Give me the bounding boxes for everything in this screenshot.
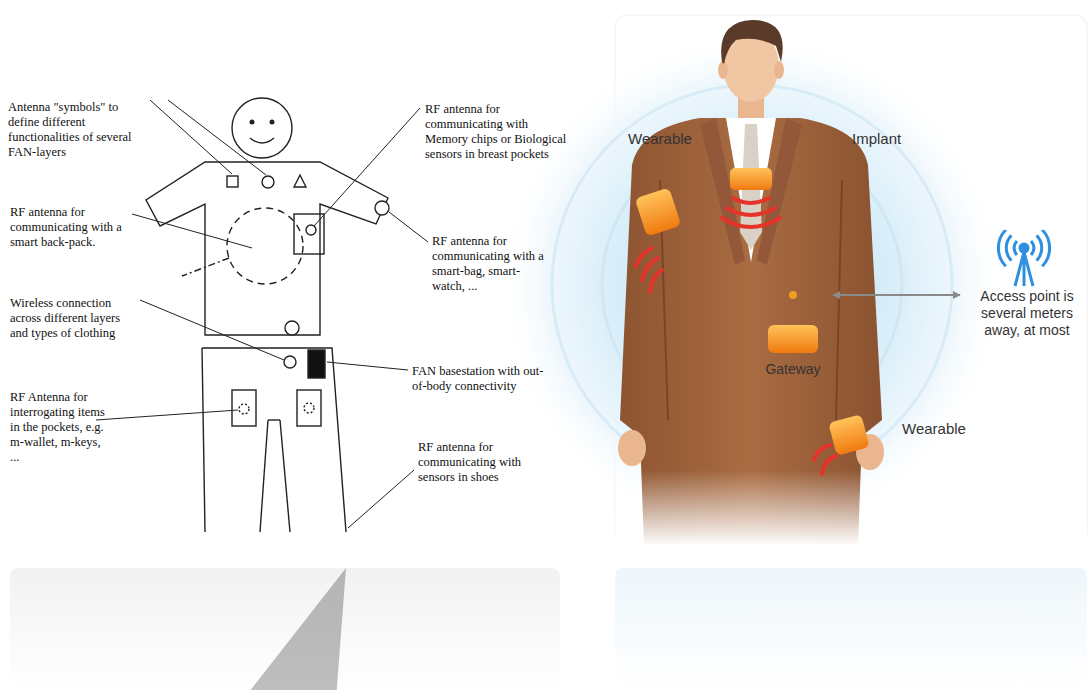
callout-text: RF antenna for communicating with sensor… xyxy=(418,440,553,485)
man-illustration xyxy=(618,430,646,466)
stick-figure xyxy=(250,120,255,125)
callout-text: RF Antenna for interrogating items in th… xyxy=(10,390,110,465)
leader-line xyxy=(168,100,266,175)
man-illustration xyxy=(615,20,1087,546)
wearable-device xyxy=(828,414,870,456)
man-illustration xyxy=(721,20,783,64)
callout-text: RF antenna for communicating with Memory… xyxy=(425,102,570,162)
man-illustration xyxy=(718,61,728,79)
trousers xyxy=(268,419,280,420)
trousers xyxy=(260,420,268,532)
leader-line xyxy=(150,100,232,174)
gateway-device: Gateway xyxy=(755,285,831,378)
stick-figure xyxy=(250,138,274,143)
antenna-symbol xyxy=(294,175,306,187)
pocket-antenna xyxy=(304,403,314,413)
link-arrow xyxy=(833,294,960,296)
gateway-label: Gateway xyxy=(755,361,831,378)
antenna-symbol xyxy=(227,176,238,187)
man-illustration xyxy=(774,61,784,79)
man-illustration xyxy=(700,118,745,265)
right-panel xyxy=(615,568,1087,690)
radio-wave xyxy=(1006,235,1041,260)
trouser-pocket xyxy=(232,390,256,426)
tower-mast xyxy=(1015,252,1033,286)
trousers xyxy=(202,348,346,532)
radio-waves xyxy=(636,198,836,474)
right-panel xyxy=(497,15,1087,690)
left-reflection xyxy=(10,568,560,690)
arm-antenna xyxy=(375,201,389,215)
leader-line xyxy=(314,108,420,226)
stick-figure xyxy=(182,258,229,276)
pocket-antenna xyxy=(306,225,316,235)
leader-line xyxy=(389,212,428,242)
antenna-tower-icon xyxy=(962,230,1086,288)
left-reflection xyxy=(202,568,346,690)
stick-figure xyxy=(232,98,292,158)
pocket-antenna xyxy=(239,404,249,414)
waist-antenna xyxy=(284,356,296,368)
wearable-device xyxy=(730,168,772,190)
gateway-dot xyxy=(789,291,797,299)
wearable-device xyxy=(635,187,682,236)
callout-text: RF antenna for communicating with a smar… xyxy=(10,205,130,250)
stick-figure xyxy=(270,120,275,125)
trousers xyxy=(202,348,205,532)
access-point: Access point is several meters away, at … xyxy=(962,230,1092,339)
callout-text: RF antenna for communicating with a smar… xyxy=(432,234,552,294)
antenna-tower-icon xyxy=(998,230,1049,286)
trousers xyxy=(202,348,346,532)
device-label: Wearable xyxy=(902,420,992,438)
leader-line xyxy=(132,214,252,248)
radio-wave xyxy=(1014,241,1034,255)
antenna-symbol xyxy=(262,176,274,188)
radio-waves xyxy=(822,456,836,474)
radio-waves xyxy=(814,445,830,460)
radio-waves xyxy=(650,270,662,292)
man-illustration xyxy=(836,180,842,420)
fan-basestation xyxy=(308,350,325,378)
device-label: Wearable xyxy=(628,130,718,148)
radio-waves xyxy=(722,218,780,227)
callout-text: Antenna "symbols" to define different fu… xyxy=(8,100,146,160)
leader-line xyxy=(327,362,408,370)
device-label: Implant xyxy=(852,130,942,148)
stick-figure xyxy=(146,162,388,335)
radio-waves xyxy=(733,198,769,203)
callout-text: Wireless connection across different lay… xyxy=(10,296,138,341)
gateway-device-patch xyxy=(768,325,818,353)
layer-link xyxy=(285,321,299,335)
leader-line xyxy=(96,100,428,528)
stick-figure xyxy=(146,98,389,532)
trouser-pocket xyxy=(297,390,321,426)
man-illustration xyxy=(757,118,802,265)
left-reflection xyxy=(202,568,346,690)
radio-waves xyxy=(727,208,775,215)
man-illustration xyxy=(615,470,1087,546)
tower-tip xyxy=(1020,244,1028,252)
trousers xyxy=(280,420,290,532)
callout-text: FAN basestation with out-of-body connect… xyxy=(412,364,552,394)
backpack-antenna xyxy=(227,208,303,284)
wearable-device xyxy=(635,168,870,456)
leader-line xyxy=(348,470,414,528)
access-point-label: Access point is several meters away, at … xyxy=(962,288,1092,339)
radio-wave xyxy=(998,230,1049,266)
leader-line xyxy=(96,410,238,420)
leader-line xyxy=(140,300,284,360)
